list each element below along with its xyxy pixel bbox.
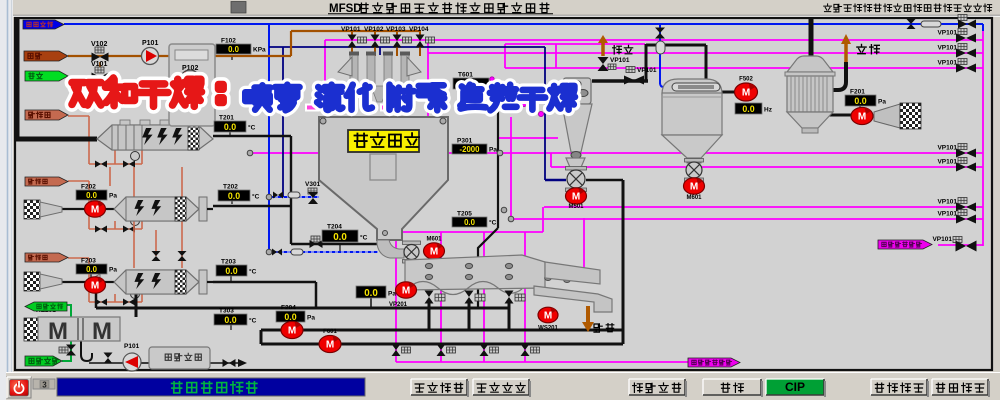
svg-text:°C: °C bbox=[248, 124, 256, 132]
svg-text:Pa: Pa bbox=[307, 315, 315, 322]
svg-text:Pa: Pa bbox=[109, 267, 117, 274]
svg-text:T204: T204 bbox=[327, 224, 342, 231]
svg-text:M: M bbox=[48, 318, 68, 345]
svg-text:T205: T205 bbox=[457, 211, 472, 218]
svg-text:V101: V101 bbox=[91, 61, 107, 68]
svg-text:0.0: 0.0 bbox=[284, 312, 296, 322]
svg-text:KPa: KPa bbox=[253, 47, 266, 54]
svg-text:F201: F201 bbox=[850, 89, 865, 96]
svg-text:VP103: VP103 bbox=[386, 26, 406, 33]
svg-text:V102: V102 bbox=[91, 41, 107, 48]
svg-text:°C: °C bbox=[249, 317, 257, 325]
svg-text:3: 3 bbox=[42, 381, 47, 390]
svg-text:Pa: Pa bbox=[109, 193, 117, 200]
svg-text:WS201: WS201 bbox=[538, 325, 558, 331]
svg-text:0.0: 0.0 bbox=[86, 191, 98, 200]
svg-text:T201: T201 bbox=[219, 115, 234, 122]
svg-text:M: M bbox=[402, 286, 410, 297]
svg-text:VP102: VP102 bbox=[364, 26, 384, 33]
svg-text:0.0: 0.0 bbox=[464, 218, 476, 227]
svg-text:-2000: -2000 bbox=[460, 145, 481, 154]
svg-text:P101: P101 bbox=[142, 40, 158, 47]
svg-text:Pa: Pa bbox=[489, 147, 497, 154]
svg-text:M: M bbox=[92, 318, 112, 345]
svg-text:VP101: VP101 bbox=[937, 159, 957, 166]
svg-text:M: M bbox=[430, 247, 438, 258]
svg-text:M601: M601 bbox=[426, 236, 442, 242]
svg-text:F502: F502 bbox=[739, 77, 753, 83]
svg-text:VP101: VP101 bbox=[341, 26, 361, 33]
svg-text:M: M bbox=[690, 182, 698, 193]
svg-text:P301: P301 bbox=[457, 138, 473, 145]
svg-text:0.0: 0.0 bbox=[224, 122, 236, 132]
svg-text:T303: T303 bbox=[219, 308, 234, 315]
svg-text:0.0: 0.0 bbox=[224, 315, 236, 325]
svg-text:0.0: 0.0 bbox=[333, 232, 347, 243]
svg-text:Pa: Pa bbox=[388, 291, 396, 298]
svg-text:M: M bbox=[858, 112, 866, 123]
svg-text:F203: F203 bbox=[81, 258, 96, 265]
svg-text:VP101: VP101 bbox=[637, 67, 657, 74]
svg-text:VP104: VP104 bbox=[409, 26, 429, 33]
svg-text:0.0: 0.0 bbox=[742, 104, 754, 114]
svg-text:°C: °C bbox=[360, 234, 368, 242]
svg-text:M501: M501 bbox=[568, 204, 584, 210]
svg-text:°C: °C bbox=[489, 219, 497, 227]
svg-text:P102: P102 bbox=[182, 65, 198, 72]
svg-text:CIP: CIP bbox=[785, 380, 805, 394]
svg-text:M: M bbox=[742, 88, 750, 99]
svg-text:0.0: 0.0 bbox=[225, 266, 237, 276]
svg-text:M: M bbox=[326, 340, 334, 351]
svg-text:VP101: VP101 bbox=[937, 199, 957, 206]
svg-text:0.0: 0.0 bbox=[228, 45, 240, 54]
svg-text:T203: T203 bbox=[221, 259, 236, 266]
svg-text:0.0: 0.0 bbox=[364, 288, 378, 299]
svg-text:VP201: VP201 bbox=[389, 302, 408, 308]
svg-text:M: M bbox=[572, 192, 580, 203]
svg-text:°C: °C bbox=[252, 193, 260, 201]
svg-text:VP101: VP101 bbox=[937, 30, 957, 37]
svg-text:VP101: VP101 bbox=[937, 60, 957, 67]
svg-text:°C: °C bbox=[249, 268, 257, 276]
svg-text:VP101: VP101 bbox=[937, 211, 957, 218]
svg-text:0.0: 0.0 bbox=[228, 191, 240, 201]
svg-text:Pa: Pa bbox=[878, 99, 886, 106]
svg-text:0.0: 0.0 bbox=[854, 96, 866, 106]
svg-text:VP101: VP101 bbox=[937, 145, 957, 152]
svg-text:M601: M601 bbox=[686, 195, 702, 201]
svg-text:0.0: 0.0 bbox=[86, 265, 98, 274]
svg-text:T601: T601 bbox=[458, 72, 473, 79]
svg-text:VP101: VP101 bbox=[932, 236, 952, 243]
svg-text:F202: F202 bbox=[81, 184, 96, 191]
svg-text:M: M bbox=[288, 326, 296, 337]
svg-text:Hz: Hz bbox=[764, 107, 773, 114]
svg-text:MFSD: MFSD bbox=[329, 3, 362, 15]
svg-text:VP101: VP101 bbox=[610, 57, 630, 64]
svg-text:F102: F102 bbox=[221, 38, 236, 45]
svg-text:M: M bbox=[91, 205, 99, 216]
svg-text:M: M bbox=[544, 311, 552, 322]
svg-text:V301: V301 bbox=[305, 181, 321, 188]
svg-text:F204: F204 bbox=[281, 305, 296, 312]
svg-text:F601: F601 bbox=[323, 329, 337, 335]
svg-text:M: M bbox=[91, 281, 99, 292]
svg-text:VP101: VP101 bbox=[937, 45, 957, 52]
svg-text:T202: T202 bbox=[223, 184, 238, 191]
svg-text:P101: P101 bbox=[124, 343, 140, 350]
